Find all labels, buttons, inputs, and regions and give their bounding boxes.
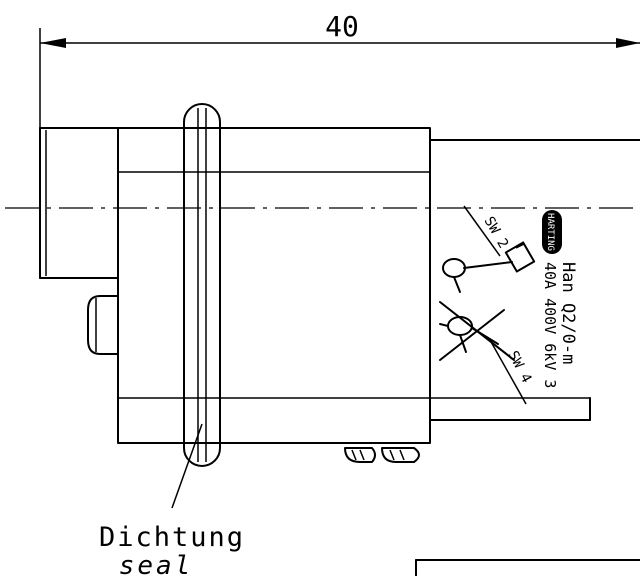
wrench-label-top: SW 2 [463, 205, 512, 257]
seal-label-en: seal [119, 551, 194, 576]
tool-forbidden-icon [439, 301, 515, 361]
dimension-value: 40 [325, 10, 359, 43]
locking-tab [87, 295, 119, 355]
marking-line-1: Han Q2/0-m [558, 262, 578, 364]
harting-logo: HARTING [542, 210, 562, 254]
seal-leader-line [171, 423, 203, 509]
tool-allowed-icon [442, 241, 536, 293]
connector-housing [117, 127, 431, 444]
knurled-screws [344, 447, 420, 463]
wrench-label-bottom: SW 4 [489, 339, 534, 405]
title-block-frame [415, 559, 640, 576]
svg-text:SW 2: SW 2 [481, 214, 512, 251]
marking-line-2: 40A 400V 6kV 3 [541, 262, 559, 388]
svg-text:SW 4: SW 4 [504, 348, 534, 385]
connector-front-nose [39, 127, 119, 279]
seal-ring [183, 103, 221, 467]
brand-text: HARTING [545, 213, 555, 251]
seal-label-de: Dichtung [99, 522, 245, 553]
dimension-length: 40 [39, 10, 640, 128]
connector-rear-body [429, 139, 640, 421]
